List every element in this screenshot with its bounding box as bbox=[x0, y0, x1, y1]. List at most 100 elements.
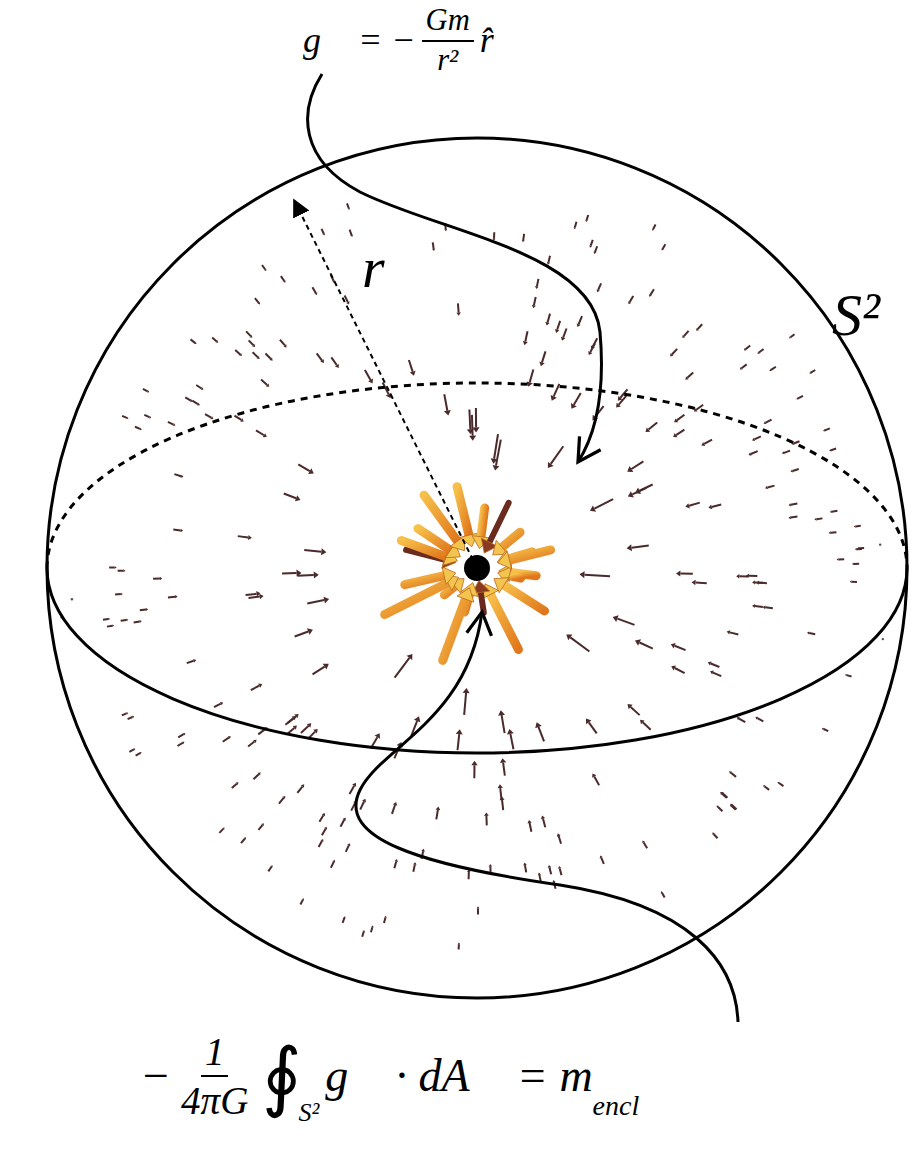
field-arrow bbox=[522, 234, 525, 240]
field-arrow bbox=[109, 566, 115, 568]
field-arrow bbox=[575, 222, 577, 228]
field-arrow bbox=[542, 351, 545, 362]
field-arrow bbox=[192, 401, 198, 404]
field-arrow bbox=[584, 575, 610, 577]
field-arrowhead bbox=[456, 729, 463, 734]
field-arrowhead bbox=[493, 465, 500, 471]
field-arrow bbox=[589, 722, 597, 733]
field-arrow bbox=[178, 734, 183, 737]
field-arrowhead bbox=[673, 433, 677, 437]
field-arrowhead bbox=[194, 342, 196, 344]
field-arrow bbox=[235, 350, 240, 354]
field-arrow bbox=[362, 932, 364, 937]
field-arrowhead bbox=[350, 235, 353, 237]
field-arrow bbox=[766, 420, 772, 423]
field-arrowhead bbox=[314, 292, 317, 295]
field-arrowhead bbox=[240, 418, 243, 421]
field-arrow bbox=[732, 805, 736, 809]
radius-label: r bbox=[362, 236, 385, 300]
field-arrowhead bbox=[197, 403, 200, 406]
field-arrow bbox=[261, 380, 267, 385]
field-arrowhead bbox=[269, 358, 272, 361]
field-arrowhead bbox=[649, 294, 652, 297]
field-arrow bbox=[288, 716, 296, 723]
field-arrowhead bbox=[777, 782, 779, 784]
radius-arrow bbox=[294, 200, 477, 568]
field-arrowhead bbox=[764, 421, 767, 424]
field-arrowhead bbox=[126, 619, 128, 622]
equator-back bbox=[47, 383, 907, 568]
field-arrow bbox=[793, 469, 799, 471]
field-arrowhead bbox=[500, 758, 506, 763]
field-arrowhead bbox=[371, 925, 374, 927]
formula-text: Gm bbox=[426, 3, 470, 37]
field-arrowhead bbox=[256, 591, 260, 596]
field-arrowhead bbox=[348, 208, 350, 210]
field-arrow bbox=[307, 600, 324, 604]
field-arrowhead bbox=[252, 344, 255, 347]
field-arrow bbox=[468, 410, 471, 430]
field-arrowhead bbox=[674, 419, 678, 423]
field-arrow bbox=[317, 353, 322, 360]
field-arrow bbox=[784, 451, 790, 453]
field-arrow bbox=[601, 858, 604, 864]
field-arrow bbox=[530, 370, 534, 383]
field-arrowhead bbox=[837, 558, 839, 561]
field-arrowhead bbox=[322, 813, 325, 816]
field-arrowhead bbox=[752, 580, 755, 584]
formula-text: 4πG bbox=[181, 1079, 248, 1122]
field-arrow bbox=[619, 396, 627, 405]
field-arrow bbox=[140, 608, 146, 611]
field-arrow bbox=[839, 558, 845, 560]
field-arrowhead bbox=[258, 684, 262, 688]
field-arrow bbox=[485, 816, 487, 826]
field-arrow bbox=[384, 918, 385, 923]
field-arrowhead bbox=[652, 228, 654, 230]
field-arrow bbox=[525, 865, 526, 872]
field-arrow bbox=[648, 423, 657, 430]
field-arrow bbox=[409, 360, 413, 372]
field-arrow bbox=[579, 316, 582, 324]
field-arrowhead bbox=[545, 322, 549, 326]
field-arrowhead bbox=[294, 714, 298, 718]
field-dot bbox=[882, 638, 884, 640]
field-arrowhead bbox=[332, 860, 335, 863]
field-arrow bbox=[594, 777, 599, 786]
field-arrowhead bbox=[261, 823, 264, 826]
field-arrow bbox=[712, 504, 722, 506]
field-arrowhead bbox=[302, 898, 304, 900]
field-arrow bbox=[464, 693, 466, 715]
field-arrow bbox=[831, 531, 837, 534]
field-arrowhead bbox=[250, 335, 253, 338]
field-arrowhead bbox=[586, 719, 591, 725]
field-arrow bbox=[248, 742, 254, 747]
field-arrow bbox=[754, 436, 760, 439]
field-arrowhead bbox=[362, 930, 364, 932]
field-arrow bbox=[684, 331, 689, 336]
field-arrow bbox=[689, 503, 700, 506]
field-arrowhead bbox=[523, 341, 528, 345]
field-arrow bbox=[825, 428, 830, 430]
field-arrowhead bbox=[682, 335, 685, 338]
field-arrow bbox=[298, 464, 309, 471]
field-arrowhead bbox=[146, 608, 148, 611]
gauss-sphere bbox=[47, 138, 907, 998]
field-arrowhead bbox=[535, 286, 539, 289]
field-arrow bbox=[153, 578, 160, 580]
field-arrowhead bbox=[830, 510, 832, 513]
field-arrow bbox=[631, 461, 643, 469]
field-arrow bbox=[831, 449, 836, 451]
field-arrowhead bbox=[222, 828, 224, 830]
field-arrowhead bbox=[139, 620, 141, 623]
field-arrowhead bbox=[263, 433, 267, 437]
point-mass bbox=[464, 555, 490, 581]
field-arrowhead bbox=[763, 785, 765, 787]
formula-text: r bbox=[362, 235, 385, 300]
field-arrow bbox=[168, 422, 174, 425]
field-arrow bbox=[502, 715, 505, 733]
field-arrow bbox=[731, 773, 736, 777]
field-arrowhead bbox=[314, 572, 319, 579]
field-arrowhead bbox=[346, 301, 349, 304]
field-arrowhead bbox=[696, 328, 699, 331]
field-arrow bbox=[675, 646, 686, 650]
